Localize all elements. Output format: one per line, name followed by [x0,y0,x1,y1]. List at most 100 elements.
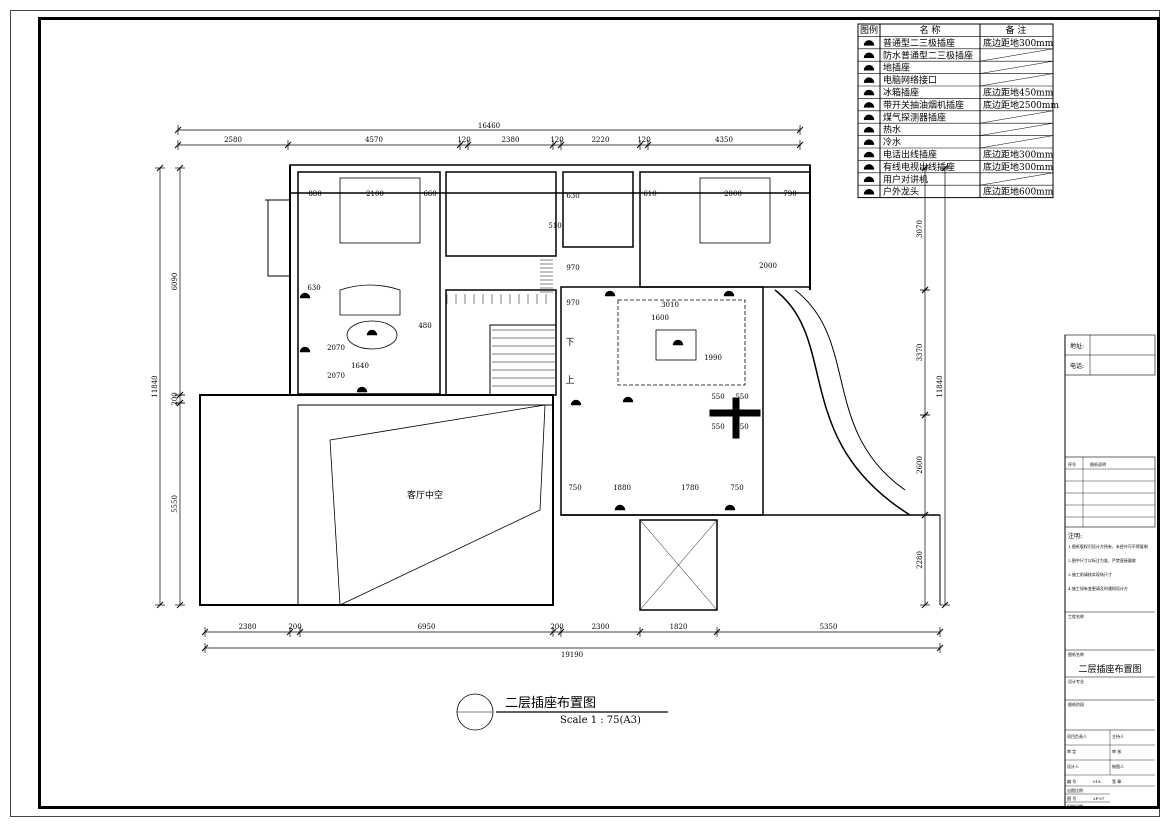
dim-bottom-slash [713,628,721,636]
dim-top-slash [796,141,804,149]
outlet-icon [570,399,582,406]
dim-top-slash [549,141,557,149]
legend-item-name: 煤气探测器插座 [883,111,946,123]
void-opening [329,404,546,606]
dim-bottom-slash [557,628,565,636]
legend-item-note: 底边距地300mm [983,37,1054,49]
drawing-title: 二层插座布置图 [505,696,596,711]
interior-dim: 510 [548,222,561,230]
dim-top-slash [464,141,472,149]
legend-header-symbol: 图例 [860,24,878,36]
interior-dim: 1600 [651,314,669,322]
legend-item-name: 冷水 [883,136,901,148]
interior-dim: 970 [566,264,579,272]
interior-dim: 610 [643,190,656,198]
outlet-icon [604,290,616,297]
dim-bottom-slash [936,628,944,636]
legend-item-note: 底边距地600mm [983,186,1054,198]
scale-label: 出图比例 [1067,787,1083,793]
legend-empty-slash [979,48,1054,62]
outlet-icon [622,396,634,403]
dim-bottom-total: 19190 [561,651,583,659]
living-void-inner [297,404,554,606]
legend-empty-slash [979,73,1054,87]
curved-balcony-inner [794,289,906,491]
hood-outlet-icon [863,102,875,108]
dim-top-value: 2380 [502,136,520,144]
tb-cell: 审 核 [1112,748,1121,754]
outlet-icon [366,329,378,336]
dim-bottom-slash [201,628,209,636]
legend-header-name: 名 称 [920,24,941,36]
waterproof-outlet-icon [863,52,875,59]
interior-dim: 1640 [351,362,369,370]
interior-dim: 660 [423,190,436,198]
legend-item-name: 热水 [883,124,901,136]
cold-water-icon [863,139,875,145]
legend-item-name: 户外龙头 [883,186,919,198]
drawing-name-label: 图纸名称 [1068,651,1084,657]
dim-right-total-value: 11840 [936,375,944,397]
interior-dim: 880 [308,190,321,198]
balcony-cross [639,519,718,611]
note-line: 2.图中尺寸以标注为准，严禁直接量取 [1068,557,1136,563]
dim-left-slash [176,164,184,172]
legend-header-note: 备 注 [1006,24,1027,36]
drawing-scale: Scale 1 : 75(A3) [560,715,641,726]
interior-dim: 550 [735,393,748,401]
interior-dim: 480 [418,322,431,330]
dim-top-value: 120 [550,136,563,144]
outlet-icon [299,292,311,299]
dim-left-total-slash [156,601,164,609]
dim-slash [201,644,209,652]
design-major-label: 设计专业 [1068,678,1084,684]
dim-slash [936,644,944,652]
dim-slash [174,126,182,134]
outlet-icon [863,40,875,46]
dim-right-value: 2600 [916,456,924,474]
dim-bottom-value: 6950 [418,623,436,631]
interior-dim: 750 [730,484,743,492]
living-void-outline [199,394,554,606]
stair-hall [445,289,557,396]
beam-marker [732,397,740,439]
dim-right-slash [921,601,929,609]
intercom-icon [863,176,875,183]
dim-left-slash [176,399,184,407]
top-wall-band [289,164,811,194]
notes-title: 注明: [1068,532,1082,540]
outlet-icon [299,346,311,353]
dim-slash [796,126,804,134]
dim-bottom-slash [296,628,304,636]
interior-dim: 970 [566,299,579,307]
legend-item-name: 带开关抽油烟机插座 [883,99,964,111]
network-port-icon [863,77,875,83]
legend-item-name: 电话出线插座 [883,149,937,161]
address-label: 地址: [1070,342,1084,350]
drawing-frame [38,17,1160,809]
stair-down-label: 下 [565,338,574,348]
sheet-no-label: 编 号 [1067,778,1076,784]
outlet-icon [614,504,626,511]
dim-left-slash [176,601,184,609]
legend-empty-slash [979,172,1054,186]
note-line: 1.图纸版权归设计方所有，未经许可不得复制 [1068,543,1148,549]
legend-item-name: 冰箱插座 [883,87,919,99]
void-label: 客厅中空 [407,489,443,501]
drawing-desc-label: 图纸说明 [1090,461,1106,467]
interior-dim: 630 [566,192,579,200]
dim-top-value: 4350 [715,136,733,144]
interior-dim: 3010 [661,301,679,309]
dim-right-slash [921,164,929,172]
dim-top-slash [174,141,182,149]
legend-empty-slash [979,122,1054,136]
interior-dim: 1780 [681,484,699,492]
note-line: 3.施工前请核实现场尺寸 [1068,571,1112,577]
phone-label: 电话: [1070,362,1084,370]
outlet-icon [724,504,736,511]
tv-outlet-icon [863,164,875,170]
phone-outlet-icon [863,151,875,158]
curved-balcony-outer [774,289,911,516]
interior-dim: 2070 [327,344,345,352]
